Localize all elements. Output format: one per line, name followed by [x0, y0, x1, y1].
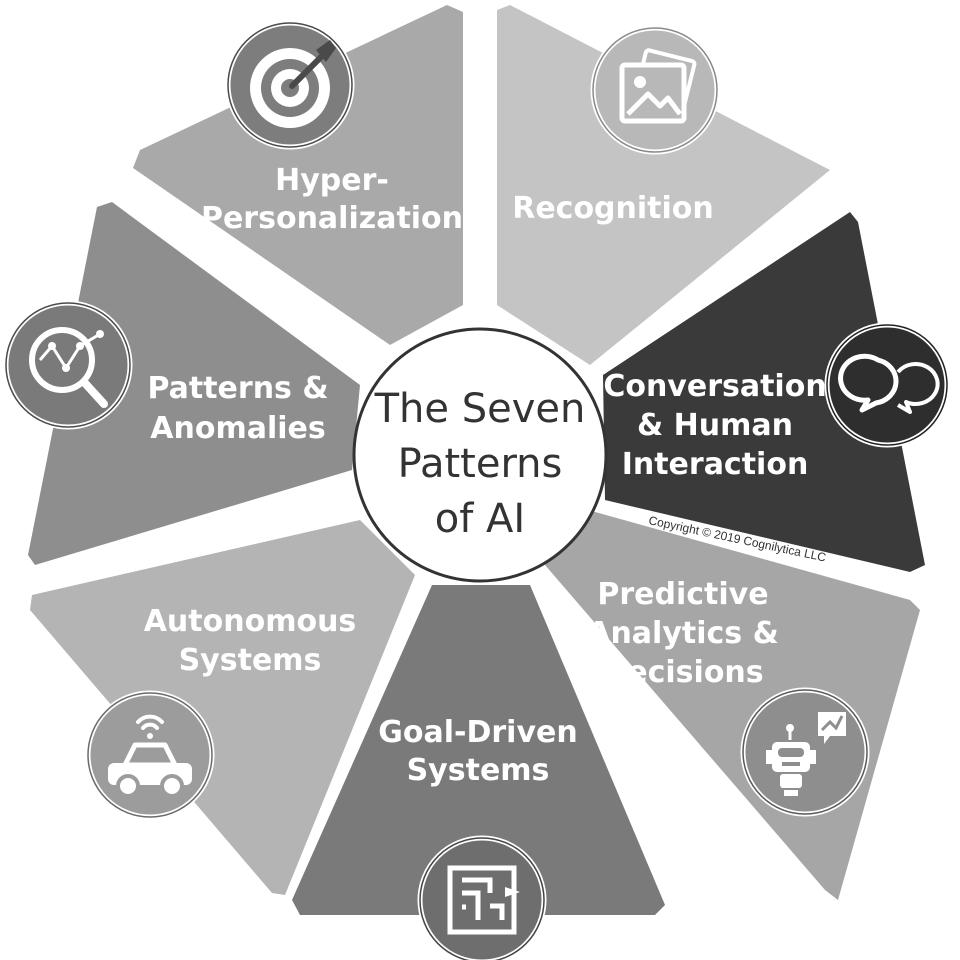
label-recognition: Recognition [512, 191, 714, 226]
target-icon [225, 20, 355, 150]
segment-recognition [497, 5, 830, 365]
label-conversation-line3: Interaction [622, 447, 809, 482]
label-conversation-line2: & Human [637, 408, 793, 443]
label-goal-line2: Systems [407, 753, 550, 788]
label-autonomous-line1: Autonomous [144, 604, 357, 639]
magnifier-chart-icon [3, 300, 133, 430]
segment-patterns-anomalies [28, 202, 360, 565]
maze-icon [417, 835, 547, 960]
label-patterns-line1: Patterns & [147, 371, 328, 406]
image-icon [590, 25, 720, 155]
center-title-line1: The Seven [374, 386, 586, 432]
label-conversation-line1: Conversation [603, 369, 826, 404]
label-predictive-line2: Analytics & [587, 616, 779, 651]
chat-bubbles-icon [824, 322, 950, 448]
center-circle [352, 327, 608, 583]
label-hyper-line2: Personalization [201, 201, 463, 236]
robot-analytics-icon [740, 687, 870, 817]
label-predictive-line1: Predictive [597, 577, 768, 612]
autonomous-car-icon [85, 690, 215, 820]
label-goal-line1: Goal-Driven [378, 715, 577, 750]
label-hyper-line1: Hyper- [275, 163, 389, 198]
label-patterns-line2: Anomalies [150, 411, 325, 446]
segment-autonomous [30, 520, 415, 895]
segment-hyper-personalization [133, 5, 463, 345]
segment-goal-driven [292, 585, 665, 915]
label-predictive-line3: Decisions [602, 655, 763, 690]
segment-conversation [603, 212, 925, 572]
label-autonomous-line2: Systems [179, 643, 322, 678]
center-title-line2: Patterns [398, 441, 563, 487]
center-title-line3: of AI [435, 496, 525, 542]
